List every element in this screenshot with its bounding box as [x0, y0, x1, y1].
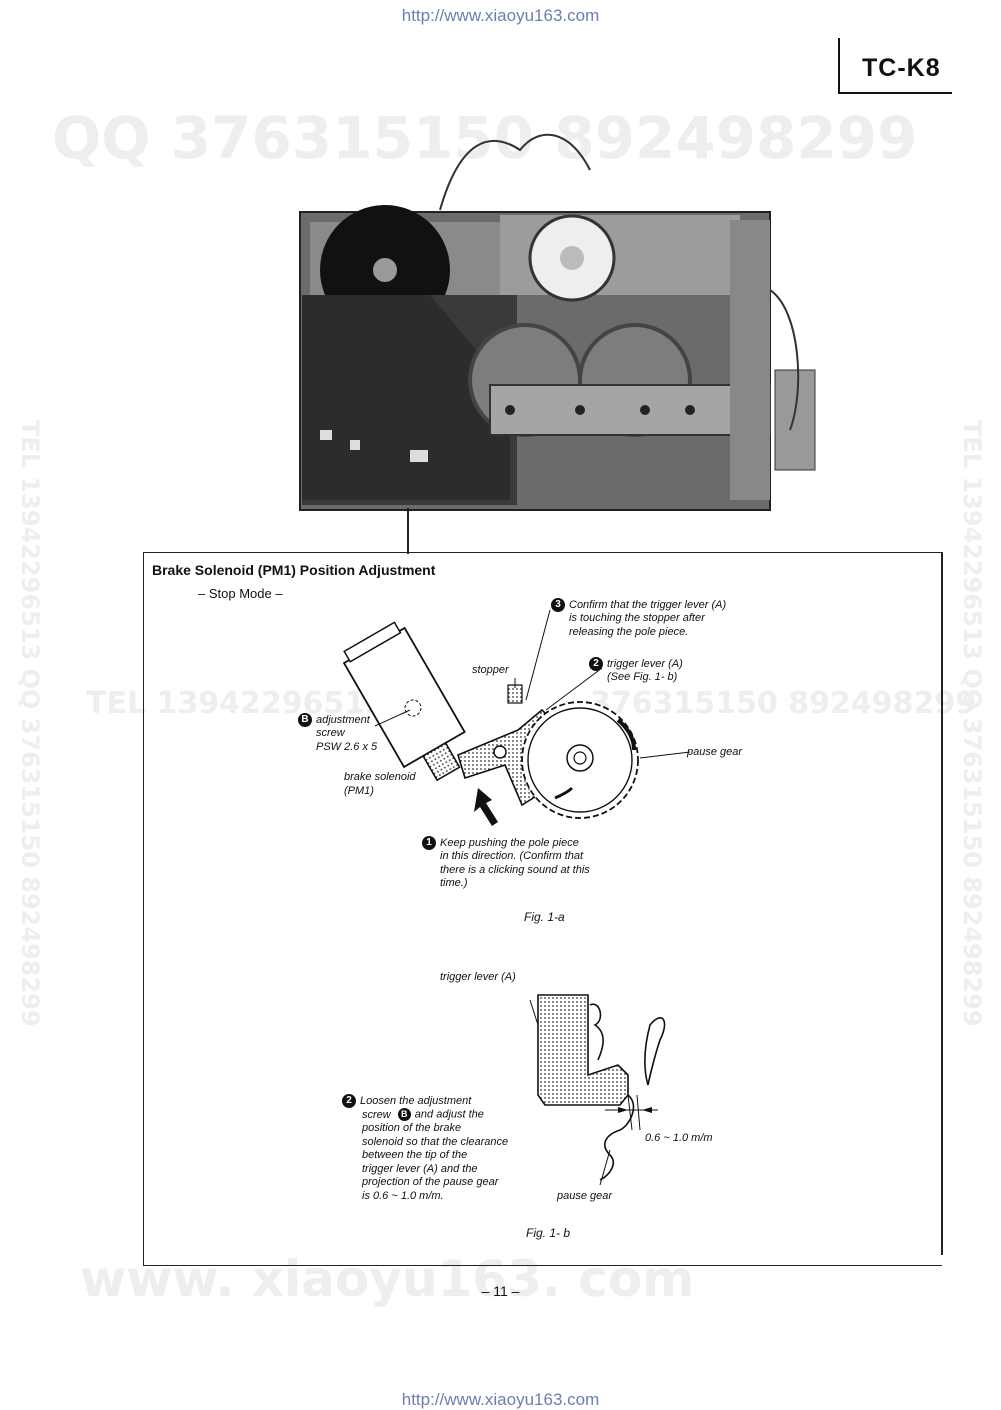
adjustment-frame-right-edge: [941, 552, 943, 1255]
page-number: – 11 –: [481, 1283, 520, 1299]
fig1a-step3-line3: releasing the pole piece.: [569, 625, 689, 638]
watermark-tel: TEL 13942296513: [86, 686, 387, 721]
fig1b-step2-line7: trigger lever (A) and the: [362, 1162, 478, 1175]
section-title: Brake Solenoid (PM1) Position Adjustment: [152, 562, 436, 578]
fig1a-step1-line4: time.): [440, 877, 468, 890]
fig1b-trigger-label: trigger lever (A): [440, 971, 516, 983]
watermark-bottom: www. xiaoyu163. com: [80, 1250, 695, 1308]
fig1b-step2-line1: Loosen the adjustment: [360, 1094, 472, 1107]
fig1b-pause-gear-label: pause gear: [557, 1190, 613, 1202]
footer-url-link[interactable]: http://www.xiaoyu163.com: [401, 1390, 600, 1409]
fig1a-stepB-line1: adjustment: [316, 713, 370, 726]
fig1a-stepB-line2: screw: [316, 727, 345, 740]
step-b-badge: B: [298, 713, 312, 727]
adjustment-frame: [143, 552, 942, 1266]
fig1b-diagram: [529, 994, 666, 1186]
step-1-badge: 1: [422, 836, 436, 850]
fig1a-step1-line3: there is a clicking sound at this: [440, 863, 590, 876]
mode-label: – Stop Mode –: [198, 586, 283, 601]
step-3-badge: 3: [551, 598, 565, 612]
fig1a-step3-note: 3 Confirm that the trigger lever (A) is t…: [551, 598, 726, 639]
fig1a-step3-line2: is touching the stopper after: [569, 612, 705, 625]
solenoid-label-line1: brake solenoid: [344, 771, 416, 783]
solenoid-label-line2: (PM1): [344, 784, 374, 797]
header-url-link[interactable]: http://www.xiaoyu163.com: [401, 6, 600, 25]
watermark-qq: QQ 376315150 892498299: [52, 104, 918, 172]
model-box: [838, 38, 952, 94]
fig1a-caption: Fig. 1-a: [524, 910, 565, 924]
watermark-vertical-right: TEL 13942296513 QQ 376315150 892498299: [958, 420, 986, 1027]
solenoid-label: brake solenoid (PM1): [344, 771, 416, 798]
pause-gear-label: pause gear: [687, 746, 743, 758]
fig1a-diagram: [342, 609, 691, 826]
fig1b-step2-line5: solenoid so that the clearance: [362, 1135, 509, 1148]
fig1b-caption: Fig. 1- b: [526, 1226, 571, 1240]
fig1a-stepB-line3: PSW 2.6 x 5: [316, 740, 378, 753]
fig1a-step2-line2: (See Fig. 1- b): [607, 671, 678, 684]
fig1a-step2-line1: trigger lever (A): [607, 657, 683, 670]
stopper-label: stopper: [472, 664, 509, 676]
fig1a-step2-note: 2 trigger lever (A) (See Fig. 1- b): [589, 657, 683, 685]
watermark-vertical-left: TEL 13942296513 QQ 376315150 892498299: [16, 420, 44, 1027]
step-2-badge-fig1b: 2: [342, 1094, 356, 1108]
model-number: TC-K8: [862, 54, 941, 82]
fig1b-step2-line2: screw: [362, 1108, 391, 1121]
fig1b-step2-line9: is 0.6 ~ 1.0 m/m.: [362, 1189, 444, 1202]
fig1b-step2-line6: between the tip of the: [362, 1149, 468, 1162]
fig1a-step1-note: 1 Keep pushing the pole piece in this dir…: [422, 836, 590, 891]
fig1a-step1-line1: Keep pushing the pole piece: [440, 836, 579, 849]
fig1a-step1-line2: in this direction. (Confirm that: [440, 850, 584, 863]
watermark-tel-2: 376315150 892498299: [590, 686, 977, 721]
fig1a-step3-line1: Confirm that the trigger lever (A): [569, 598, 727, 611]
mechanism-photo: [299, 133, 816, 511]
fig1b-step2-line4: position of the brake: [362, 1122, 462, 1135]
clearance-label: 0.6 ~ 1.0 m/m: [645, 1132, 713, 1144]
step-2-badge: 2: [589, 657, 603, 671]
photo-leader-line: [407, 508, 409, 554]
fig1b-step2-line8: projection of the pause gear: [362, 1176, 499, 1189]
fig1b-step2-line3: and adjust the: [414, 1108, 484, 1121]
step-b-inline-badge: B: [397, 1108, 411, 1122]
